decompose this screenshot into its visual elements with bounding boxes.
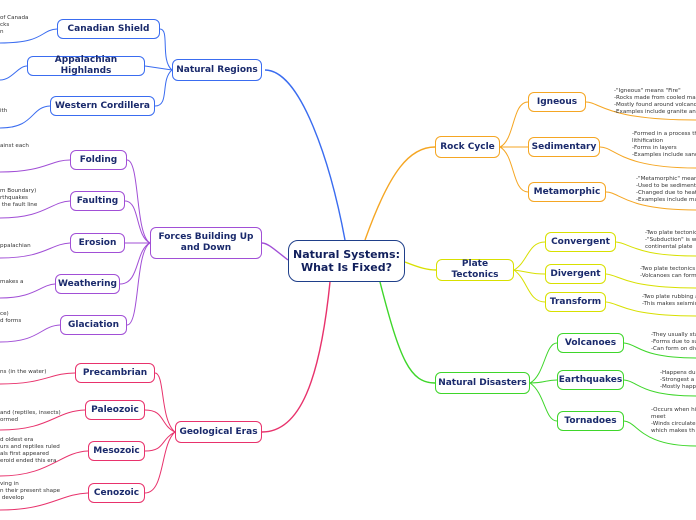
- topic-erosion[interactable]: Erosion: [70, 233, 125, 253]
- topic-canadian-shield[interactable]: Canadian Shield: [57, 19, 160, 39]
- note-canadian-shield: of Canada cks n: [0, 15, 29, 35]
- note-cenozoic: ving in n their present shape develop: [0, 481, 61, 501]
- branch-rock-cycle[interactable]: Rock Cycle: [435, 136, 500, 158]
- connector-rock-cycle: [364, 146, 436, 241]
- connector-plate-tectonics: [404, 261, 437, 271]
- note-sedimentary: -Formed in a process th lithification -F…: [632, 131, 696, 158]
- connector-eras: [261, 281, 331, 433]
- note-glaciation: ce) d forms: [0, 311, 22, 324]
- branch-natural-regions[interactable]: Natural Regions: [172, 59, 262, 81]
- topic-western-cordillera[interactable]: Western Cordillera: [50, 96, 155, 116]
- note-metamorphic: -"Metamorphic" mean -Used to be sediment…: [636, 176, 696, 203]
- note-transform: -Two plate rubbing a -This makes seismic: [642, 294, 696, 307]
- topic-faulting[interactable]: Faulting: [70, 191, 125, 211]
- central-topic[interactable]: Natural Systems: What Is Fixed?: [288, 240, 405, 282]
- connector-natural-disasters: [379, 281, 436, 384]
- branch-forces-building[interactable]: Forces Building Up and Down: [150, 227, 262, 259]
- branch-natural-disasters[interactable]: Natural Disasters: [435, 372, 530, 394]
- topic-igneous[interactable]: Igneous: [528, 92, 586, 112]
- note-folding: ainst each: [0, 143, 29, 149]
- connector-forces: [261, 242, 289, 261]
- note-convergent: -Two plate tectonic -"Subduction" is w c…: [645, 230, 696, 250]
- topic-sedimentary[interactable]: Sedimentary: [528, 137, 600, 157]
- note-tornadoes: -Occurs when hi meet -Winds circulate wh…: [651, 407, 696, 434]
- connector-natural-regions: [264, 69, 346, 241]
- topic-volcanoes[interactable]: Volcanoes: [557, 333, 624, 353]
- topic-tornadoes[interactable]: Tornadoes: [557, 411, 624, 431]
- branch-geological-eras[interactable]: Geological Eras: [175, 421, 262, 443]
- topic-weathering[interactable]: Weathering: [55, 274, 120, 294]
- note-western-cordillera: ith: [0, 108, 8, 114]
- note-volcanoes: -They usually sta -Forms due to su -Can …: [651, 332, 696, 352]
- topic-cenozoic[interactable]: Cenozoic: [88, 483, 145, 503]
- topic-folding[interactable]: Folding: [70, 150, 127, 170]
- topic-mesozoic[interactable]: Mesozoic: [88, 441, 145, 461]
- topic-precambrian[interactable]: Precambrian: [75, 363, 155, 383]
- topic-divergent[interactable]: Divergent: [545, 264, 606, 284]
- topic-appalachian-highlands[interactable]: Appalachian Highlands: [27, 55, 145, 76]
- note-divergent: -Two plate tectonics -Volcanoes can form: [640, 266, 696, 279]
- note-earthquakes: -Happens du -Strongest a -Mostly happ: [660, 370, 696, 390]
- note-faulting: m Boundary) rthquakes the fault line: [0, 188, 38, 208]
- note-mesozoic: d oldest era urs and reptiles ruled als …: [0, 437, 60, 464]
- note-erosion: ppalachian: [0, 243, 31, 249]
- topic-earthquakes[interactable]: Earthquakes: [557, 370, 624, 390]
- note-precambrian: ns (in the water): [0, 369, 47, 375]
- topic-transform[interactable]: Transform: [545, 292, 606, 312]
- note-paleozoic: and (reptiles, insects) ormed: [0, 410, 61, 423]
- note-igneous: -"Igneous" means "Fire" -Rocks made from…: [614, 88, 696, 115]
- topic-convergent[interactable]: Convergent: [545, 232, 616, 252]
- note-weathering: makes a: [0, 279, 24, 285]
- topic-glaciation[interactable]: Glaciation: [60, 315, 127, 335]
- branch-plate-tectonics[interactable]: Plate Tectonics: [436, 259, 514, 281]
- topic-metamorphic[interactable]: Metamorphic: [528, 182, 606, 202]
- topic-paleozoic[interactable]: Paleozoic: [85, 400, 145, 420]
